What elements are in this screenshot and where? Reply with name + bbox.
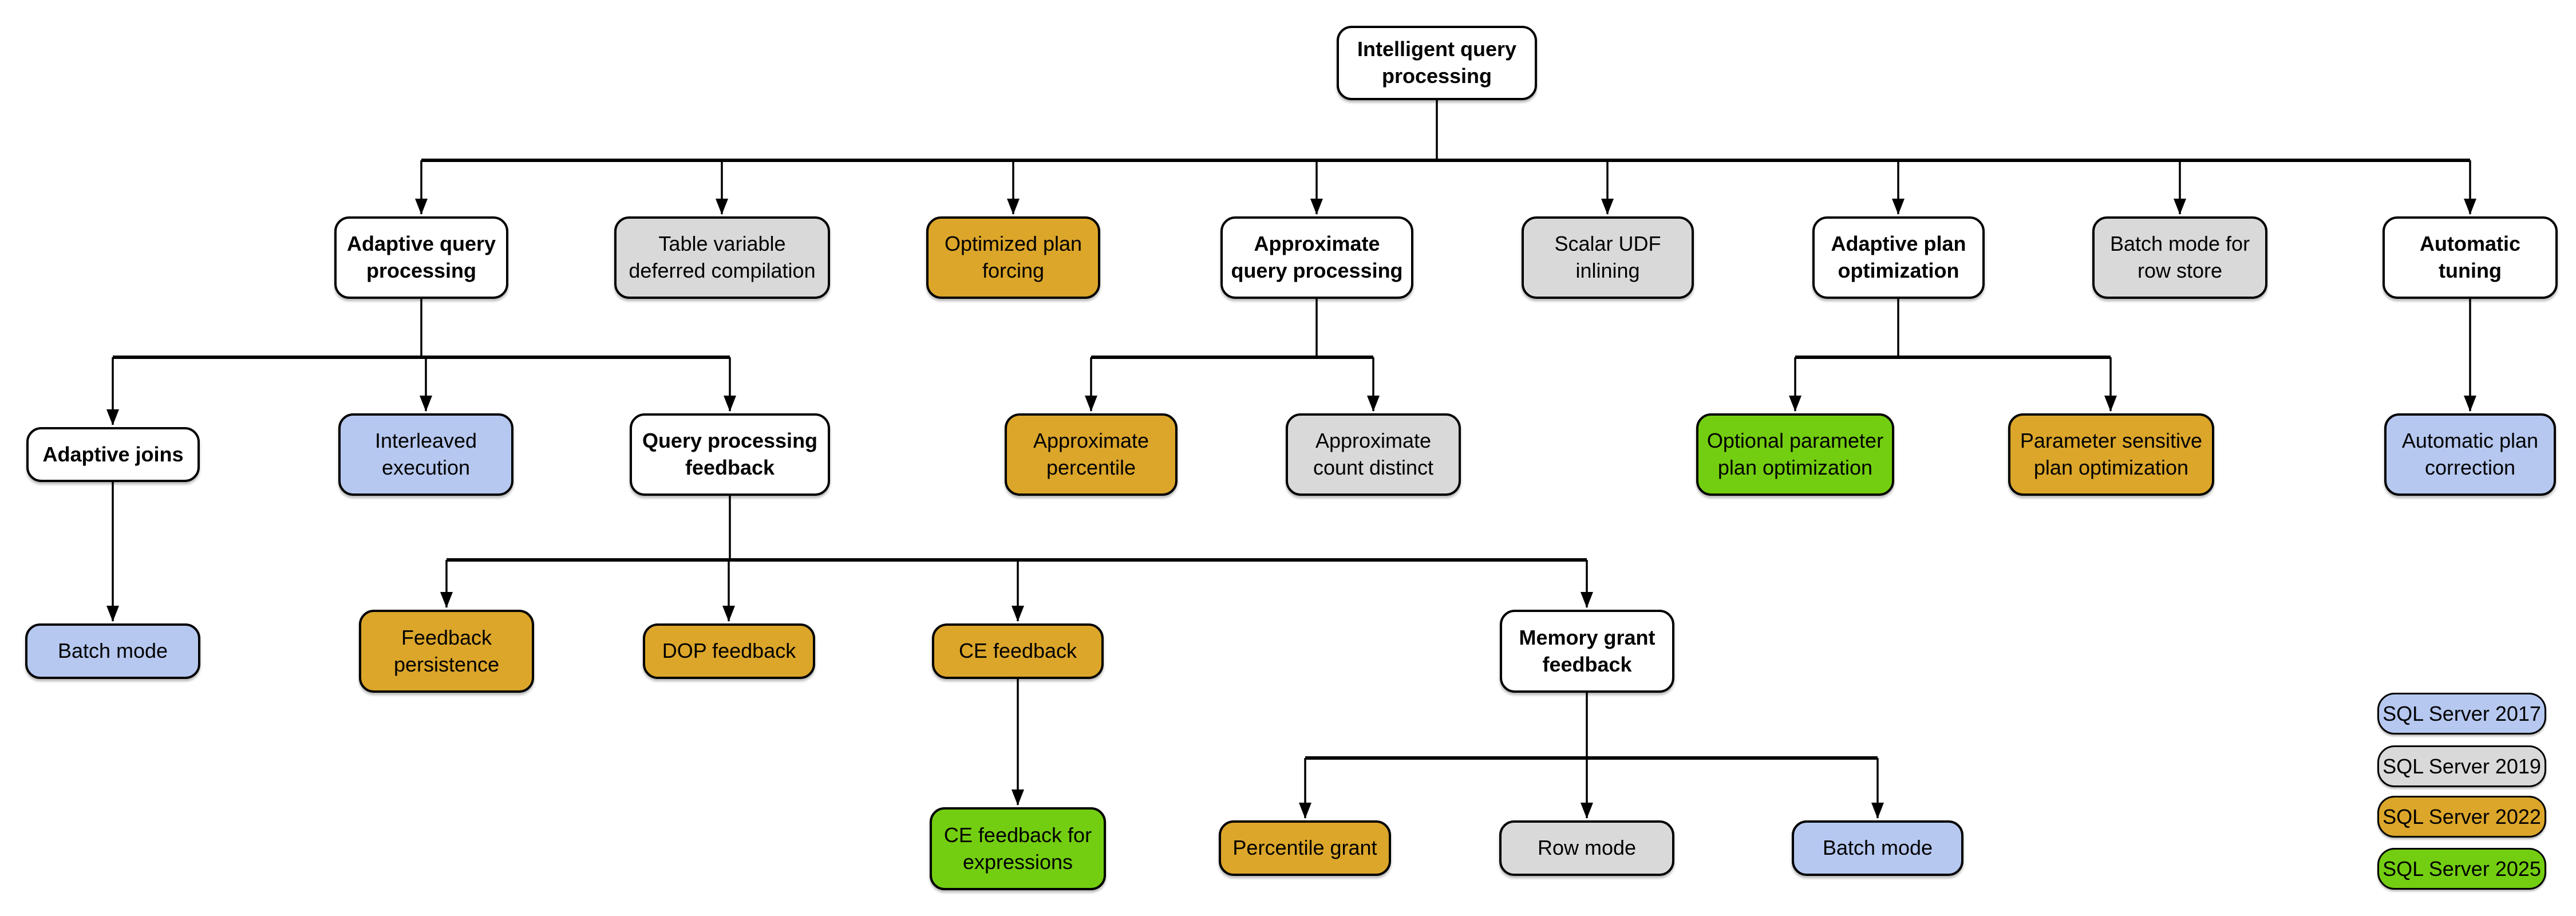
node-intelligent-query-processing: Intelligent query processing [1337,26,1537,100]
legend-item-sql-server-2022: SQL Server 2022 [2377,796,2546,838]
node-automatic-plan-correction: Automatic plan correction [2384,413,2556,496]
node-query-processing-feedback: Query processing feedback [630,413,830,496]
node-batch-mode-adaptive-joins: Batch mode [25,623,200,679]
node-table-variable-deferred-compilation: Table variable deferred compilation [614,216,830,299]
node-adaptive-query-processing: Adaptive query processing [334,216,508,299]
node-adaptive-joins: Adaptive joins [26,427,200,482]
node-batch-mode-for-row-store: Batch mode for row store [2092,216,2267,299]
node-percentile-grant: Percentile grant [1219,820,1391,876]
node-interleaved-execution: Interleaved execution [338,413,513,496]
node-scalar-udf-inlining: Scalar UDF inlining [1522,216,1694,299]
node-batch-mode-memory-grant: Batch mode [1792,820,1963,876]
node-dop-feedback: DOP feedback [643,623,815,679]
legend-item-sql-server-2019: SQL Server 2019 [2377,745,2546,787]
node-automatic-tuning: Automatic tuning [2383,216,2558,299]
node-adaptive-plan-optimization: Adaptive plan optimization [1812,216,1985,299]
node-feedback-persistence: Feedback persistence [359,610,534,693]
node-optional-parameter-plan-optimization: Optional parameter plan optimization [1696,413,1894,496]
node-row-mode: Row mode [1499,820,1674,876]
node-optimized-plan-forcing: Optimized plan forcing [926,216,1100,299]
node-memory-grant-feedback: Memory grant feedback [1500,610,1674,693]
node-approximate-query-processing: Approximate query processing [1220,216,1413,299]
node-ce-feedback: CE feedback [932,623,1104,679]
legend-item-sql-server-2025: SQL Server 2025 [2377,848,2546,890]
node-approximate-count-distinct: Approximate count distinct [1286,413,1461,496]
node-parameter-sensitive-plan-optimization: Parameter sensitive plan optimization [2008,413,2214,496]
node-approximate-percentile: Approximate percentile [1005,413,1178,496]
legend-item-sql-server-2017: SQL Server 2017 [2377,693,2546,735]
node-ce-feedback-for-expressions: CE feedback for expressions [930,807,1106,890]
